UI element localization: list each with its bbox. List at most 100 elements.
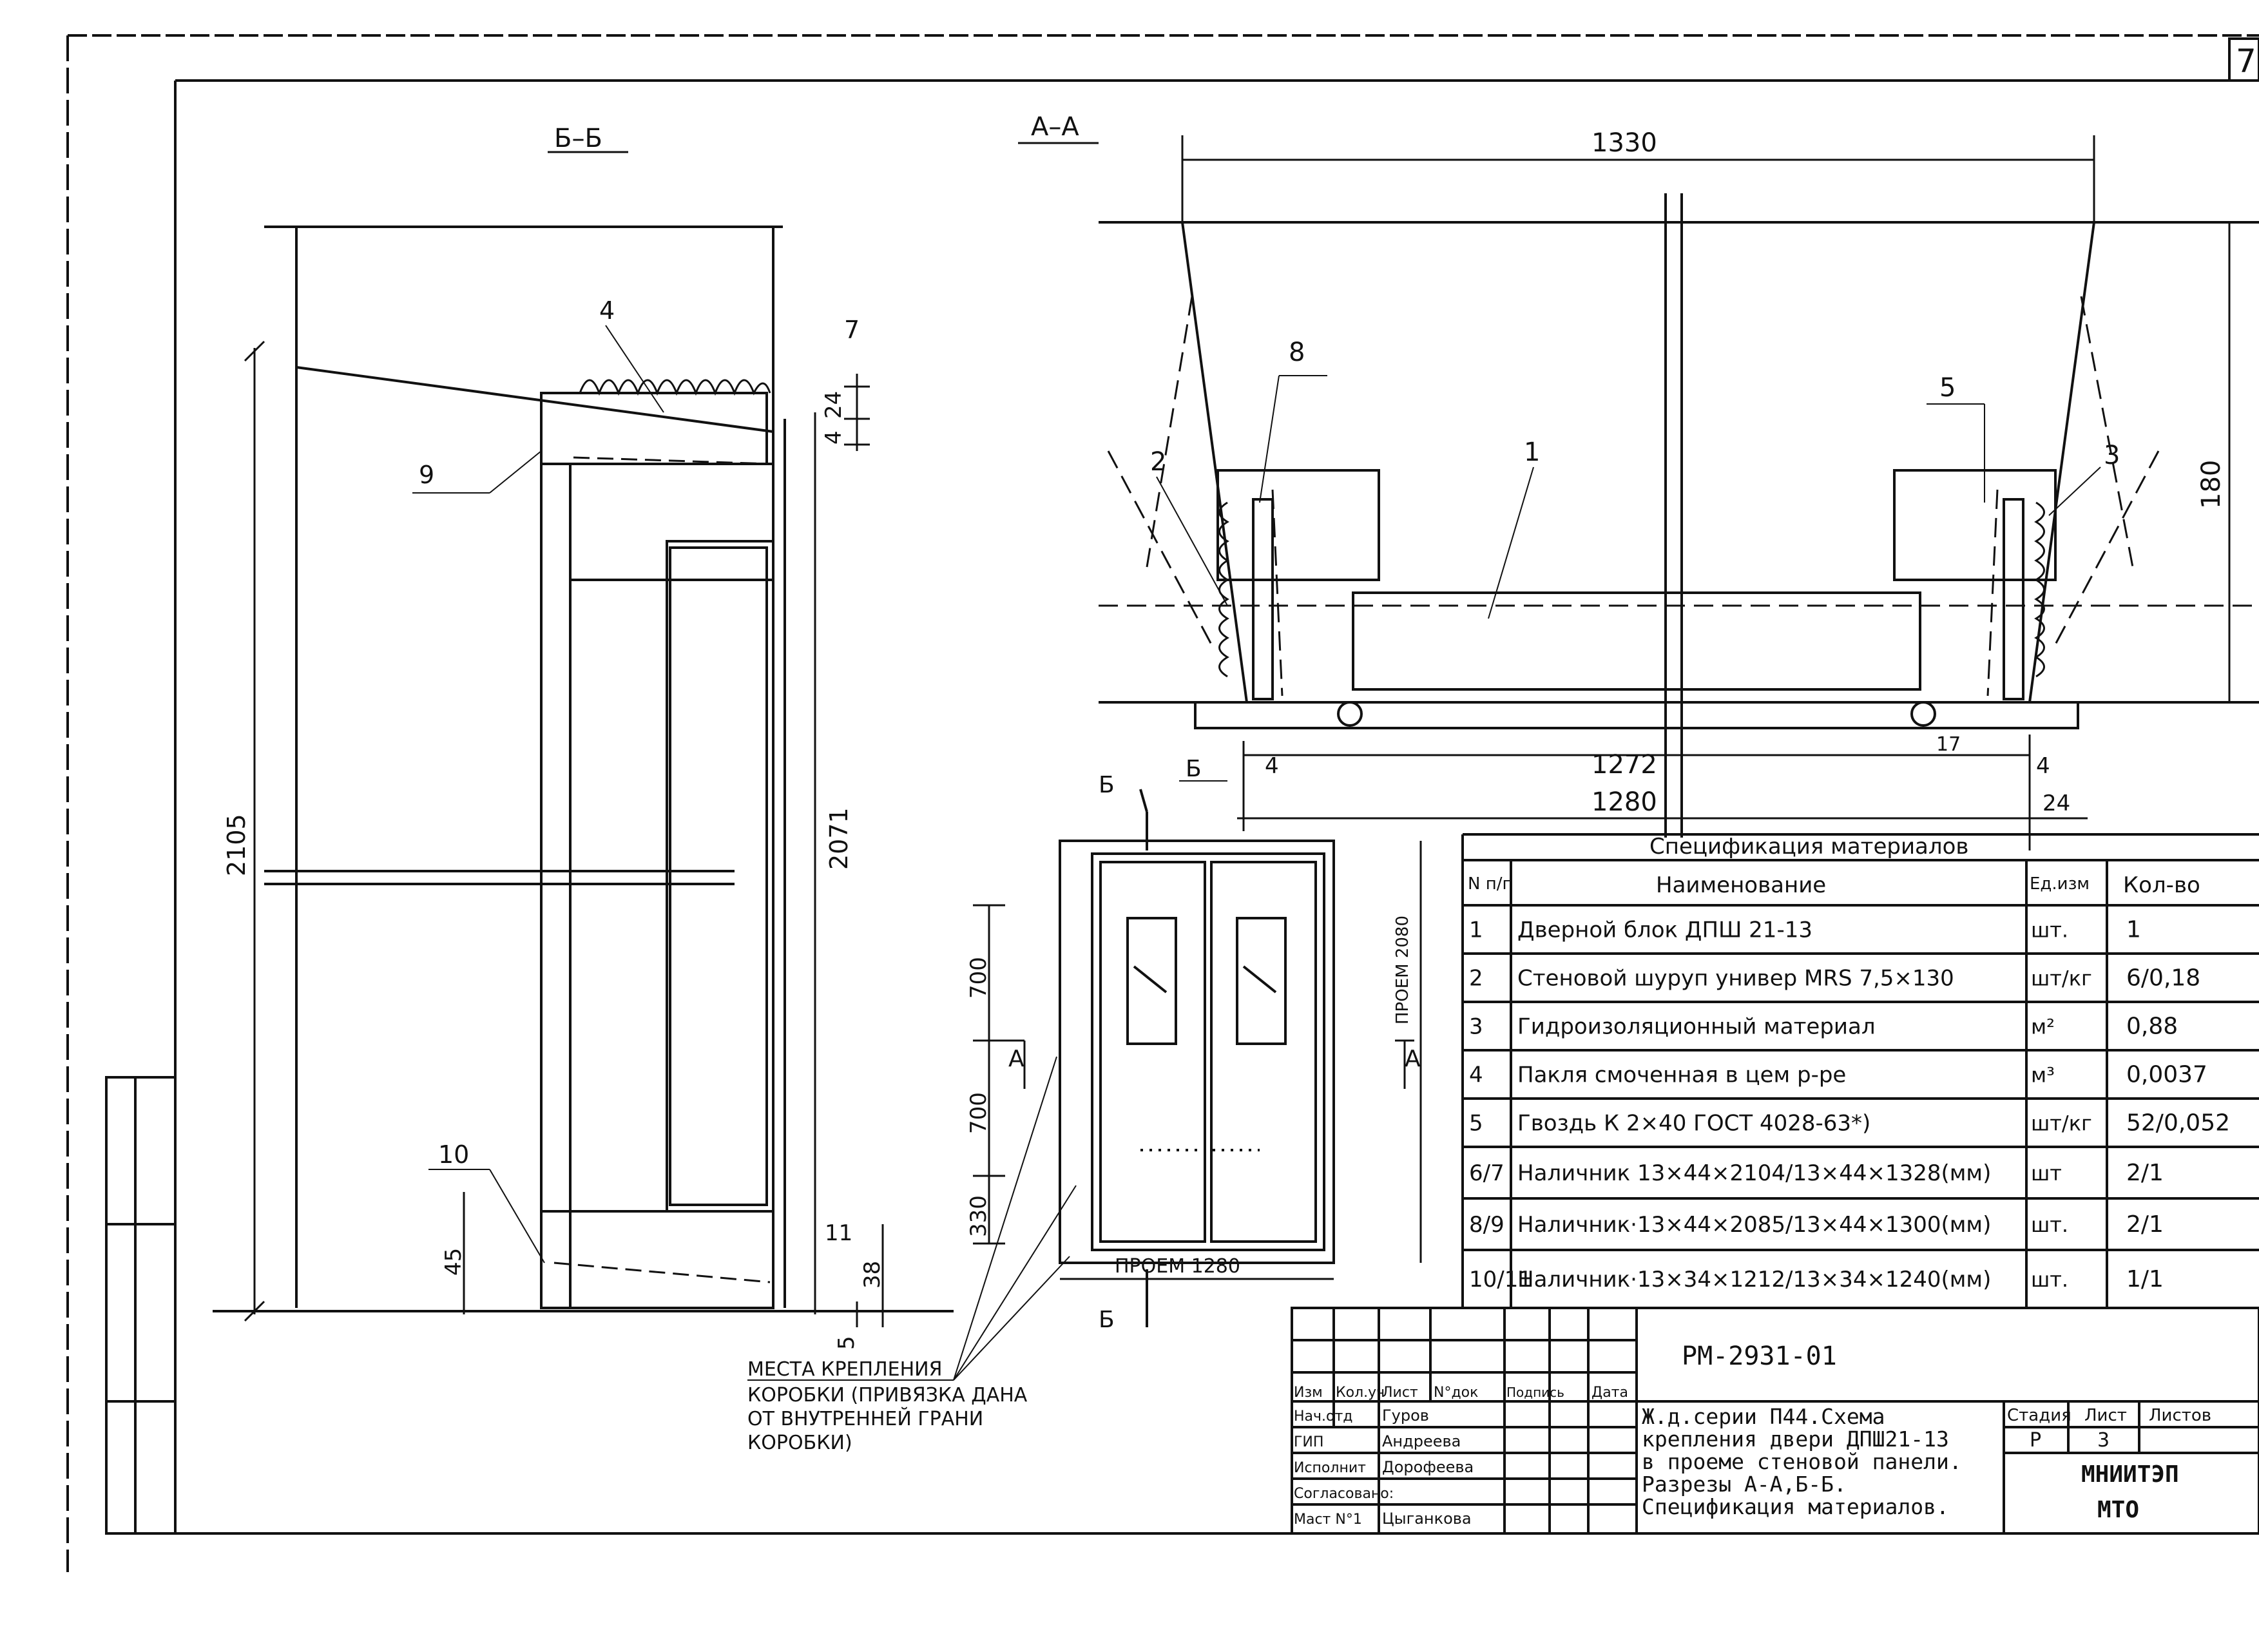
dim-aa-1272: 1272 <box>1591 750 1657 780</box>
elev-cut-b-bottom: Б <box>1099 1307 1115 1333</box>
callout-aa-1: 1 <box>1524 437 1540 467</box>
spec-header-qty: Кол-во <box>2123 872 2200 898</box>
tb-stage: Р <box>2030 1429 2041 1452</box>
dim-aa-180: 180 <box>2197 460 2226 509</box>
dim-bb-frame: 2071 <box>825 807 853 870</box>
spec-cell-num: 5 <box>1469 1111 1483 1137</box>
spec-cell-num: 3 <box>1469 1014 1483 1040</box>
note-line-4: КОРОБКИ) <box>747 1432 852 1454</box>
note-line-2: КОРОБКИ (ПРИВЯЗКА ДАНА <box>747 1384 1028 1407</box>
spec-header-num: N п/п <box>1468 874 1513 894</box>
tb-staff-name: Цыганкова <box>1382 1510 1472 1528</box>
tb-sheet-label: Лист <box>2084 1406 2127 1425</box>
fixing-note: МЕСТА КРЕПЛЕНИЯ КОРОБКИ (ПРИВЯЗКА ДАНА О… <box>747 1056 1077 1454</box>
spec-cell-qty: 6/0,18 <box>2126 965 2200 992</box>
tb-desc-2: крепления двери ДПШ21-13 <box>1642 1426 1949 1452</box>
tb-desc-4: Разрезы А-А,Б-Б. <box>1642 1472 1847 1497</box>
spec-cell-num: 10/11 <box>1469 1267 1532 1292</box>
spec-cell-name: Дверной блок ДПШ 21-13 <box>1517 917 1812 943</box>
spec-cell-unit: м² <box>2031 1015 2055 1039</box>
spec-table: Спецификация материалов N п/п Наименован… <box>1461 833 2259 1309</box>
spec-cell-name: Гидроизоляционный материал <box>1517 1014 1876 1040</box>
note-line-3: ОТ ВНУТРЕННЕЙ ГРАНИ <box>747 1407 983 1430</box>
callout-aa-8: 8 <box>1289 338 1305 367</box>
dim-aa-1330: 1330 <box>1591 128 1657 158</box>
elev-opening-height: ПРОЕМ 2080 <box>1393 916 1412 1024</box>
dim-aa-4-right: 4 <box>2036 753 2050 779</box>
tb-staff-name: Гуров <box>1382 1407 1429 1425</box>
tb-header-izm: Изм <box>1294 1385 1323 1401</box>
elev-dim-330: 330 <box>966 1195 992 1237</box>
callout-bb-10: 10 <box>438 1140 469 1169</box>
tb-sheet: 3 <box>2097 1429 2110 1452</box>
elev-opening-width: ПРОЕМ 1280 <box>1115 1255 1240 1278</box>
spec-cell-unit: шт/кг <box>2031 1111 2092 1136</box>
tb-desc-3: в проеме стеновой панели. <box>1642 1449 1962 1474</box>
spec-cell-num: 6/7 <box>1469 1160 1504 1186</box>
spec-cell-unit: шт. <box>2031 918 2068 943</box>
callout-bb-11: 11 <box>825 1220 852 1246</box>
spec-cell-name: Наличник·13×44×2085/13×44×1300(мм) <box>1517 1212 1991 1238</box>
callout-bb-4: 4 <box>599 296 615 325</box>
spec-cell-name: Наличник 13×44×2104/13×44×1328(мм) <box>1517 1160 1991 1186</box>
tb-staff-role: Нач.отд <box>1294 1408 1353 1425</box>
spec-cell-name: Гвоздь К 2×40 ГОСТ 4028-63*) <box>1517 1111 1870 1137</box>
tb-header-sign: Подпись <box>1506 1385 1564 1400</box>
spec-cell-qty: 1/1 <box>2126 1266 2164 1292</box>
section-aa-title: А–А <box>1031 112 1079 142</box>
spec-cell-qty: 1 <box>2126 917 2141 943</box>
spec-cell-qty: 0,0037 <box>2126 1062 2207 1088</box>
tb-header-doc: N°док <box>1434 1385 1478 1401</box>
spec-cell-qty: 2/1 <box>2126 1160 2164 1186</box>
sheet-frame <box>66 34 2259 1572</box>
tb-header-list: Лист <box>1382 1385 1418 1401</box>
tb-staff-name: Андреева <box>1382 1432 1461 1450</box>
tb-staff-name: Дорофеева <box>1382 1458 1474 1476</box>
corner-sheet-number: 7 <box>2236 43 2256 80</box>
door-elevation: Б Б А А 700 700 330 ПРОЕМ 2080 ПРОЕМ 128… <box>966 772 1422 1333</box>
spec-cell-qty: 0,88 <box>2126 1013 2178 1040</box>
dim-aa-17: 17 <box>1936 733 1961 756</box>
callout-aa-b: Б <box>1186 756 1202 782</box>
dim-bb-24: 24 <box>821 391 847 419</box>
spec-header-unit: Ед.изм <box>2030 874 2090 894</box>
callout-aa-3: 3 <box>2104 441 2120 470</box>
dim-aa-1280: 1280 <box>1591 787 1657 817</box>
dim-bb-5: 5 <box>834 1336 860 1350</box>
spec-cell-num: 1 <box>1469 917 1483 943</box>
spec-cell-num: 8/9 <box>1469 1212 1504 1238</box>
spec-cell-name: Наличник·13×34×1212/13×34×1240(мм) <box>1517 1267 1991 1292</box>
elev-cut-b-top: Б <box>1099 772 1115 798</box>
elev-dim-700-top: 700 <box>966 957 992 999</box>
spec-cell-unit: шт. <box>2031 1213 2068 1237</box>
dim-bb-4: 4 <box>821 430 847 445</box>
spec-cell-name: Стеновой шуруп универ MRS 7,5×130 <box>1517 966 1954 992</box>
spec-title: Спецификация материалов <box>1649 834 1968 860</box>
section-bb: Б–Б <box>213 124 954 1350</box>
spec-rows: 1 Дверной блок ДПШ 21-13 шт. 1 2 Стеновой шур… <box>1469 917 2230 1293</box>
section-aa: А–А <box>1018 112 2259 850</box>
callout-bb-7: 7 <box>844 316 860 344</box>
tb-desc-5: Спецификация материалов. <box>1642 1494 1949 1519</box>
dim-bb-38: 38 <box>860 1261 885 1289</box>
spec-cell-unit: шт/кг <box>2031 966 2092 991</box>
spec-cell-qty: 52/0,052 <box>2126 1110 2230 1137</box>
spec-cell-name: Пакля смоченная в цем р-ре <box>1517 1062 1846 1088</box>
dim-aa-24: 24 <box>2043 791 2070 816</box>
title-block: РМ-2931-01 Изм Кол.уч Лист N°док Подпись… <box>1291 1307 2259 1535</box>
spec-header-name: Наименование <box>1656 872 1826 898</box>
drawing-code: РМ-2931-01 <box>1682 1341 1837 1371</box>
spec-cell-unit: м³ <box>2031 1063 2055 1088</box>
spec-cell-qty: 2/1 <box>2126 1211 2164 1238</box>
elev-cut-a-left: А <box>1008 1046 1024 1072</box>
dim-bb-height: 2105 <box>222 814 251 876</box>
spec-cell-unit: шт. <box>2031 1267 2068 1292</box>
tb-org-1: МНИИТЭП <box>2081 1461 2179 1488</box>
tb-header-date: Дата <box>1591 1385 1628 1401</box>
spec-cell-num: 2 <box>1469 966 1483 992</box>
dim-bb-45: 45 <box>441 1248 466 1276</box>
tb-staff-role: Согласовано: <box>1294 1486 1394 1502</box>
dim-aa-4-left: 4 <box>1265 753 1279 779</box>
